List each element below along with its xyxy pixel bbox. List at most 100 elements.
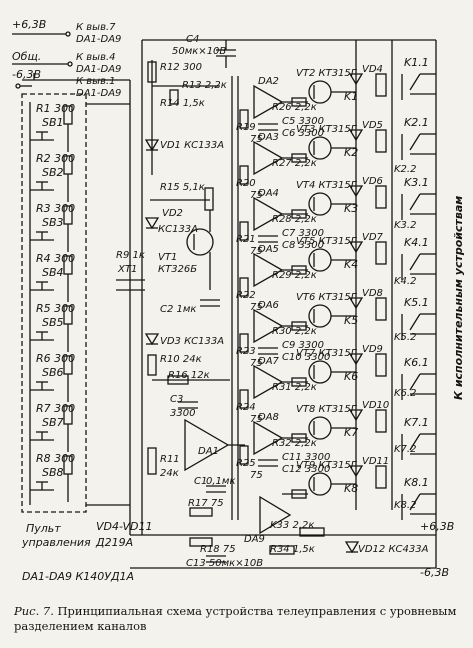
relay-label: K5 [344, 314, 358, 327]
relay-label: K6 [344, 370, 358, 383]
c1-value: 0,1мк [206, 476, 236, 487]
c4-value: 50мк×10В [172, 46, 226, 57]
relay-contact-icon [409, 433, 421, 451]
r12-label: R12 300 [160, 62, 202, 73]
transistor-label: VT6 КТ315Г [296, 292, 358, 303]
ladder-resistor-value: 75 [250, 246, 263, 257]
contact-ref-label: K5.2 [394, 332, 416, 343]
transistor-icon [308, 304, 332, 328]
diode-label: VD7 [362, 232, 384, 243]
c13-label: C13 50мк×10В [186, 558, 263, 569]
vd2-type: КС133А [158, 224, 198, 235]
remote-resistor-label: R1 300 [36, 102, 75, 115]
relay-coil-icon [375, 185, 387, 209]
ladder-resistor-value: 75 [250, 190, 263, 201]
opamp-label: DA2 [258, 76, 279, 87]
ladder-resistor-value: 75 [250, 134, 263, 145]
r18-label: R18 75 [200, 544, 236, 555]
figure-caption-text: Принципиальная схема устройства телеупра… [14, 604, 457, 633]
figure-number: Рис. 7. [14, 604, 54, 618]
capacitor-label: C5 3300 [282, 116, 324, 127]
transistor-label: VT9 КТ315Г [296, 460, 358, 471]
diode-label: VD10 [362, 400, 389, 411]
transistor-icon [308, 80, 332, 104]
relay-contact-label: K3.1 [404, 176, 429, 189]
plus-supply-label: +6,3В [12, 18, 46, 31]
ladder-resistor-label: R19 [236, 122, 256, 133]
transistor-icon [308, 360, 332, 384]
vt1-type: КТ326Б [158, 264, 197, 275]
capacitor-label: C7 3300 [282, 228, 324, 239]
c3-value: 3300 [170, 408, 195, 419]
ladder-resistor-label: R20 [236, 178, 256, 189]
relay-contact-label: K8.1 [404, 476, 429, 489]
transistor-icon [308, 192, 332, 216]
relay-label: K7 [344, 426, 358, 439]
vd1-label: VD1 КС133А [160, 140, 224, 151]
ladder-resistor-label: R23 [236, 346, 256, 357]
remote-resistor-label: R5 300 [36, 302, 75, 315]
relay-coil-icon [375, 73, 387, 97]
vd12-label: VD12 КС433А [358, 544, 429, 555]
remote-key-label: SB6 [42, 366, 64, 379]
minus-supply-label: -6,3В [12, 68, 41, 81]
actuators-label: К исполнительным устройствам [452, 196, 465, 400]
remote-resistor-label: R6 300 [36, 352, 75, 365]
c2-label: C2 1мк [160, 304, 196, 315]
contact-ref-label: K7.2 [394, 444, 416, 455]
transistor-label: VT4 КТ315Г [296, 180, 358, 191]
r15-label: R15 5,1к [160, 182, 205, 193]
opamp-icon [253, 196, 284, 232]
remote-label-line2: управления [21, 536, 91, 549]
capacitor-label: C6 3300 [282, 128, 324, 139]
remote-key-label: SB2 [42, 166, 64, 179]
ladder-resistor-value: 75 [250, 302, 263, 313]
resistor-label: R31 2,2к [272, 382, 317, 393]
transistor-icon [308, 248, 332, 272]
plus-supply-chip: DA1-DA9 [76, 34, 121, 45]
opamp-icon [253, 308, 284, 344]
contact-ref-label: K3.2 [394, 220, 416, 231]
transistor-label: VT2 КТ315Г [296, 68, 358, 79]
da9-label: DA9 [244, 534, 265, 545]
remote-key-label: SB5 [42, 316, 64, 329]
relay-coil-icon [375, 353, 387, 377]
relay-contact-icon [409, 193, 421, 211]
opamp-icon [253, 364, 284, 400]
chip-type-label: DA1-DA9 К140УД1А [22, 570, 134, 583]
c3-label: C3 [170, 394, 183, 405]
r9-label: R9 1к [116, 250, 145, 261]
figure-caption: Рис. 7. Принципиальная схема устройства … [14, 604, 466, 634]
c1-label: C1 [194, 476, 207, 487]
xt1-label: XT1 [117, 264, 137, 275]
opamp-label: DA4 [258, 188, 279, 199]
diode-label: VD6 [362, 176, 383, 187]
ladder-resistor-value: 75 [250, 470, 263, 481]
relay-label: K2 [344, 146, 358, 159]
transistor-icon [308, 472, 332, 496]
r17-label: R17 75 [188, 498, 224, 509]
remote-resistor-label: R2 300 [36, 152, 75, 165]
remote-resistor-label: R3 300 [36, 202, 75, 215]
relay-contact-label: K4.1 [404, 236, 429, 249]
diode-icon [348, 241, 364, 254]
bottom-plus-label: +6,3В [420, 520, 454, 533]
r16-label: R16 12к [168, 370, 210, 381]
relay-coil-icon [375, 409, 387, 433]
plus-supply-target: К выв.7 [76, 22, 116, 33]
relay-contact-label: K2.1 [404, 116, 429, 129]
relay-contact-label: K1.1 [404, 56, 429, 69]
ladder-resistor-label: R24 [236, 402, 256, 413]
opamp-label: DA5 [258, 244, 279, 255]
remote-key-label: SB1 [42, 116, 64, 129]
resistor-label: R27 2,2к [272, 158, 317, 169]
vd2-label: VD2 [162, 208, 183, 219]
relay-label: K3 [344, 202, 358, 215]
resistor-label: R28 2,2к [272, 214, 317, 225]
remote-key-label: SB8 [42, 466, 64, 479]
resistor-label: R29 2,2к [272, 270, 317, 281]
opamp-label: DA6 [258, 300, 279, 311]
transistor-icon [308, 136, 332, 160]
transistor-label: VT7 КТ315Г [296, 348, 358, 359]
r10-label: R10 24к [160, 354, 202, 365]
